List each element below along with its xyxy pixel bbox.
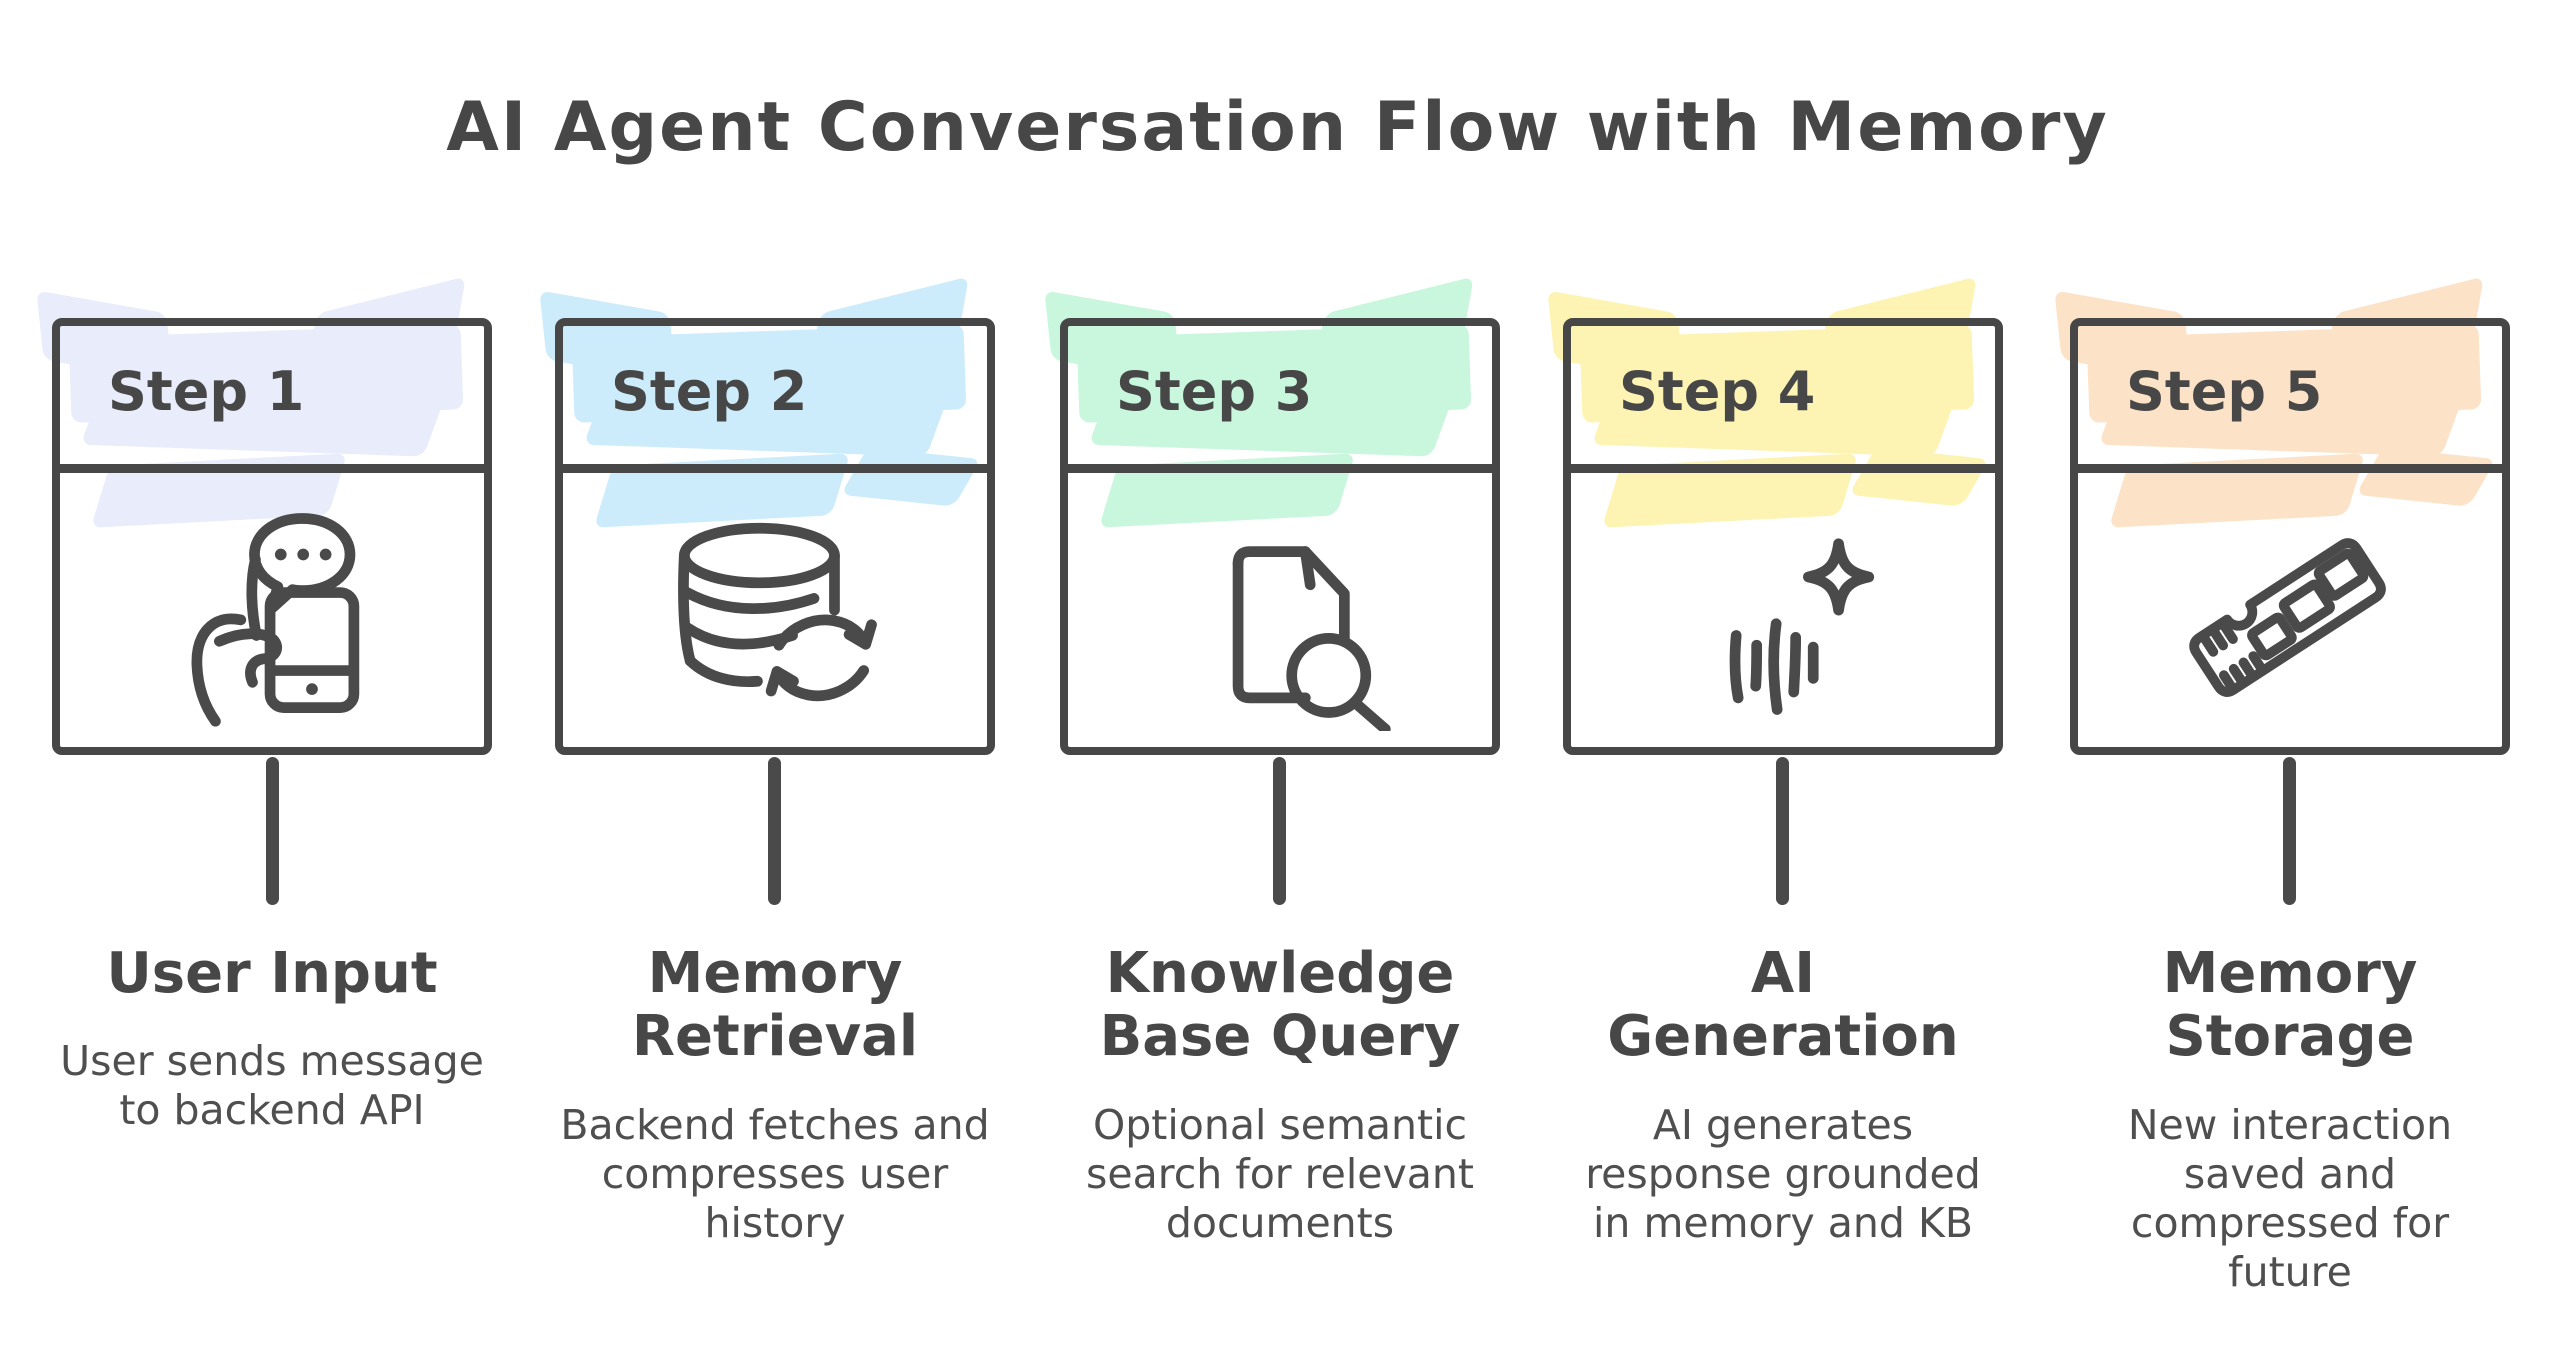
step-text-5: Memory Storage New interaction saved and… xyxy=(2070,942,2510,1297)
card-divider xyxy=(1566,464,2000,473)
step-description: Backend fetches and compresses user hist… xyxy=(560,1100,990,1247)
step-card-4: Step 4 xyxy=(1547,275,2003,755)
card-divider xyxy=(2073,464,2507,473)
step-title: Memory Storage xyxy=(2162,941,2418,1070)
step-card-3: Step 3 xyxy=(1044,275,1500,755)
step-description: New interaction saved and compressed for… xyxy=(2127,1100,2453,1297)
step-title: User Input xyxy=(106,941,438,1006)
step-text-4: AI Generation AI generates response grou… xyxy=(1563,942,2003,1248)
step-description: User sends message to backend API xyxy=(60,1037,484,1135)
document-search-icon xyxy=(1232,546,1391,731)
connector-line xyxy=(1776,757,1789,905)
step-label: Step 3 xyxy=(1116,359,1313,423)
connector-line xyxy=(1273,757,1286,905)
step-title: Knowledge Base Query xyxy=(1099,941,1461,1070)
ai-sparkle-icon xyxy=(1729,538,1875,715)
step-title: AI Generation xyxy=(1607,941,1959,1070)
step-text-2: Memory Retrieval Backend fetches and com… xyxy=(555,942,995,1248)
connector-line xyxy=(768,757,781,905)
step-title: Memory Retrieval xyxy=(631,941,919,1070)
diagram-title: AI Agent Conversation Flow with Memory xyxy=(446,88,2109,167)
step-description: AI generates response grounded in memory… xyxy=(1585,1100,1981,1247)
card-divider xyxy=(1063,464,1497,473)
step-card-1: Step 1 xyxy=(36,275,492,755)
database-sync-icon xyxy=(678,522,877,702)
connector-line xyxy=(266,757,279,905)
step-card-5: Step 5 xyxy=(2054,275,2510,755)
ram-chip-icon xyxy=(2189,538,2386,697)
step-card-2: Step 2 xyxy=(539,275,995,755)
step-label: Step 4 xyxy=(1619,359,1816,423)
step-text-3: Knowledge Base Query Optional semantic s… xyxy=(1060,942,1500,1248)
phone-chat-icon xyxy=(191,513,360,727)
step-label: Step 5 xyxy=(2126,359,2323,423)
connector-line xyxy=(2283,757,2296,905)
step-description: Optional semantic search for relevant do… xyxy=(1086,1100,1474,1247)
step-text-1: User Input User sends message to backend… xyxy=(52,942,492,1136)
step-label: Step 2 xyxy=(611,359,808,423)
card-divider xyxy=(558,464,992,473)
card-divider xyxy=(55,464,489,473)
step-label: Step 1 xyxy=(108,359,305,423)
